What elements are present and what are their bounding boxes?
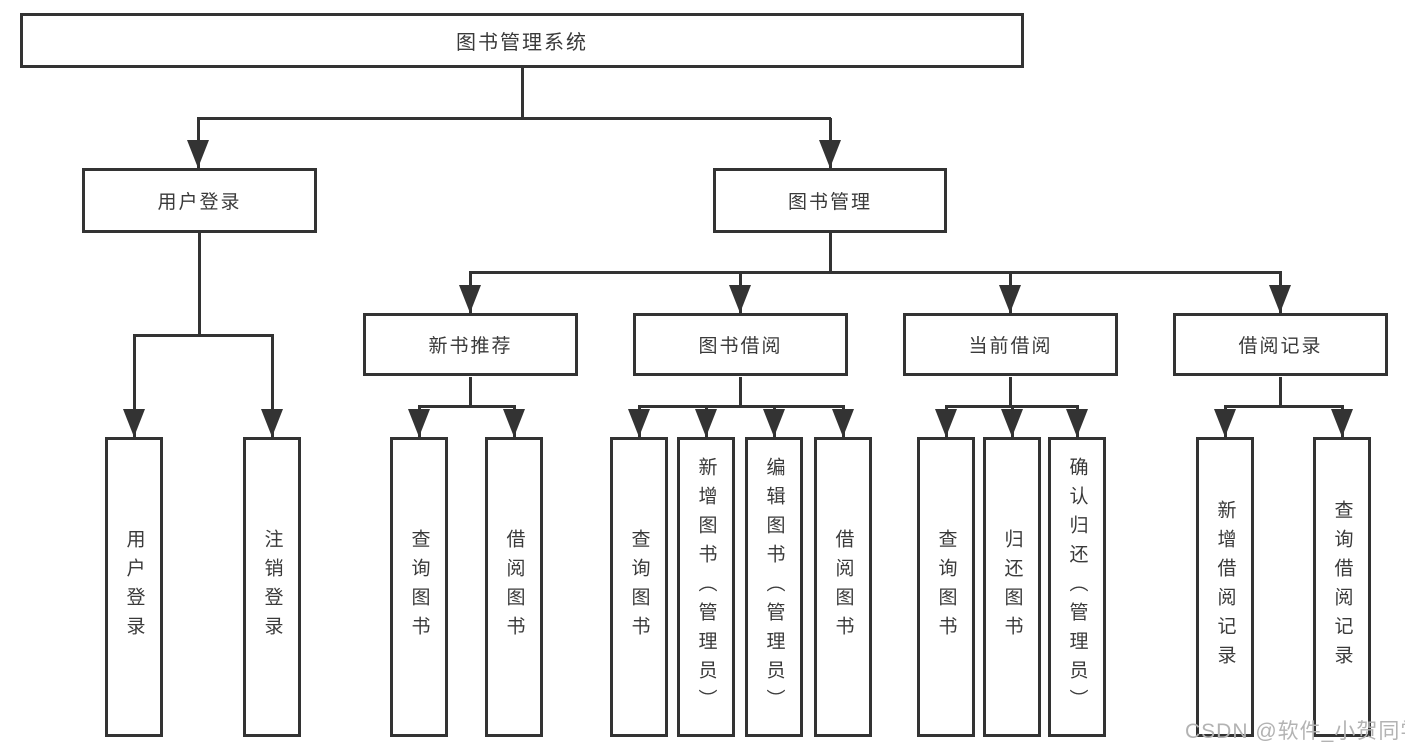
node-library-management-system: 图书管理系统 xyxy=(20,13,1024,68)
node-new-book-recommendation: 新书推荐 xyxy=(363,313,578,376)
leaf-borrow-books-recommend: 借阅图书 xyxy=(485,437,543,737)
leaf-add-borrow-record: 新增借阅记录 xyxy=(1196,437,1254,737)
node-current-borrowing: 当前借阅 xyxy=(903,313,1118,376)
arrowhead-down-icon xyxy=(459,285,481,313)
arrowhead-down-icon xyxy=(123,409,145,437)
leaf-return-books: 归还图书 xyxy=(983,437,1041,737)
arrowhead-down-icon xyxy=(187,140,209,168)
leaf-borrow-books: 借阅图书 xyxy=(814,437,872,737)
leaf-query-borrow-record: 查询借阅记录 xyxy=(1313,437,1371,737)
connector-line xyxy=(521,68,524,119)
arrowhead-down-icon xyxy=(1214,409,1236,437)
node-borrowing-records: 借阅记录 xyxy=(1173,313,1388,376)
connector-line xyxy=(133,334,273,337)
connector-line xyxy=(469,377,472,406)
arrowhead-down-icon xyxy=(1331,409,1353,437)
connector-line xyxy=(739,377,742,406)
connector-line xyxy=(198,233,201,335)
leaf-confirm-return-admin: 确认归还（管理员） xyxy=(1048,437,1106,737)
connector-line xyxy=(418,405,515,408)
arrowhead-down-icon xyxy=(408,409,430,437)
leaf-query-books-current: 查询图书 xyxy=(917,437,975,737)
arrowhead-down-icon xyxy=(1269,285,1291,313)
leaf-user-login: 用户登录 xyxy=(105,437,163,737)
watermark-text: CSDN @软件_小贺同学 xyxy=(1185,720,1405,743)
arrowhead-down-icon xyxy=(628,409,650,437)
node-book-borrowing: 图书借阅 xyxy=(633,313,848,376)
connector-line xyxy=(1009,377,1012,406)
connector-line xyxy=(197,117,831,120)
arrowhead-down-icon xyxy=(261,409,283,437)
arrowhead-down-icon xyxy=(503,409,525,437)
arrowhead-down-icon xyxy=(1066,409,1088,437)
connector-line xyxy=(1279,377,1282,406)
connector-line xyxy=(271,334,274,437)
connector-line xyxy=(469,271,1281,274)
arrowhead-down-icon xyxy=(832,409,854,437)
connector-line xyxy=(133,334,136,437)
connector-line xyxy=(1224,405,1343,408)
leaf-add-books-admin: 新增图书（管理员） xyxy=(677,437,735,737)
arrowhead-down-icon xyxy=(935,409,957,437)
arrowhead-down-icon xyxy=(729,285,751,313)
leaf-query-books-recommend: 查询图书 xyxy=(390,437,448,737)
arrowhead-down-icon xyxy=(695,409,717,437)
connector-line xyxy=(638,405,844,408)
node-book-management: 图书管理 xyxy=(713,168,947,233)
leaf-logout-login: 注销登录 xyxy=(243,437,301,737)
connector-line xyxy=(829,233,832,272)
node-user-login: 用户登录 xyxy=(82,168,317,233)
arrowhead-down-icon xyxy=(1001,409,1023,437)
arrowhead-down-icon xyxy=(999,285,1021,313)
arrowhead-down-icon xyxy=(819,140,841,168)
leaf-edit-books-admin: 编辑图书（管理员） xyxy=(745,437,803,737)
leaf-query-books-borrow: 查询图书 xyxy=(610,437,668,737)
arrowhead-down-icon xyxy=(763,409,785,437)
